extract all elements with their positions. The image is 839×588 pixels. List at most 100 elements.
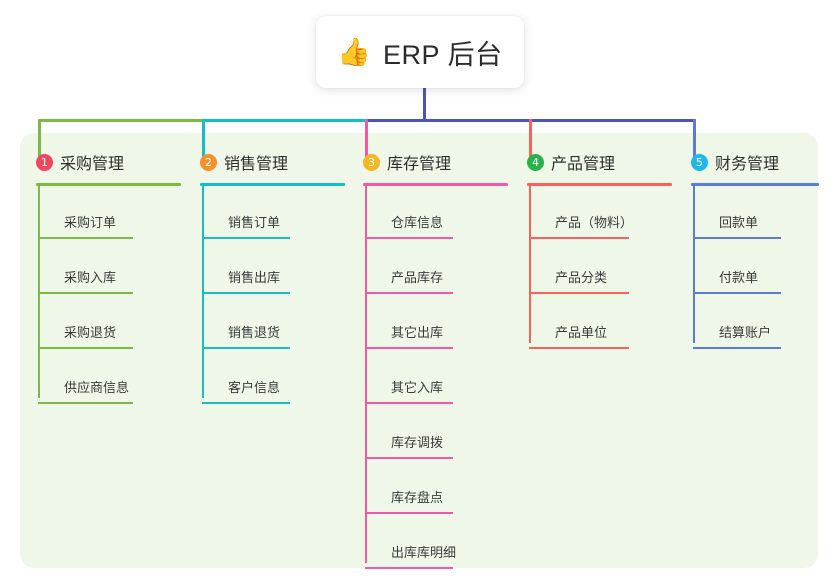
connector-drop-4 bbox=[529, 119, 532, 164]
leaf-underline bbox=[38, 347, 133, 349]
leaf-node[interactable]: 采购订单 bbox=[38, 212, 133, 239]
leaf-underline bbox=[693, 292, 781, 294]
leaf-underline bbox=[365, 512, 453, 514]
leaf-label: 其它出库 bbox=[391, 325, 444, 340]
connector-bar-segment-4 bbox=[529, 119, 696, 122]
connector-bar-segment-1 bbox=[38, 119, 205, 122]
connector-drop-2 bbox=[202, 119, 205, 164]
branch-header-4[interactable]: 4 产品管理 bbox=[527, 150, 672, 174]
leaf-underline bbox=[529, 292, 629, 294]
leaf-underline bbox=[38, 402, 133, 404]
leaf-underline bbox=[529, 347, 629, 349]
leaf-label: 库存盘点 bbox=[391, 490, 444, 505]
leaf-underline bbox=[365, 237, 453, 239]
branch-underline bbox=[363, 183, 508, 186]
root-trunk-line bbox=[423, 88, 426, 122]
branch-title: 销售管理 bbox=[224, 156, 289, 173]
leaf-underline bbox=[38, 292, 133, 294]
leaf-label: 付款单 bbox=[719, 270, 759, 285]
leaf-label: 供应商信息 bbox=[64, 380, 130, 395]
leaf-node[interactable]: 付款单 bbox=[693, 267, 781, 294]
branch-number-badge: 4 bbox=[527, 153, 544, 171]
branch-column-5: 5 财务管理回款单付款单结算账户 bbox=[691, 150, 819, 349]
leaf-node[interactable]: 产品（物料） bbox=[529, 212, 633, 239]
leaf-node[interactable]: 出库库明细 bbox=[365, 542, 456, 569]
leaf-label: 回款单 bbox=[719, 215, 759, 230]
leaf-node[interactable]: 采购退货 bbox=[38, 322, 133, 349]
branch-number-badge: 1 bbox=[36, 153, 53, 171]
leaf-underline bbox=[365, 292, 453, 294]
leaf-node[interactable]: 库存盘点 bbox=[365, 487, 453, 514]
connector-drop-1 bbox=[38, 119, 41, 164]
leaf-node[interactable]: 产品单位 bbox=[529, 322, 629, 349]
connector-bar-segment-3 bbox=[365, 119, 532, 122]
leaf-underline bbox=[202, 347, 290, 349]
leaf-underline bbox=[202, 292, 290, 294]
connector-bar-segment-2 bbox=[202, 119, 368, 122]
leaf-underline bbox=[38, 237, 133, 239]
branch-spine bbox=[693, 186, 695, 343]
branch-header-1[interactable]: 1 采购管理 bbox=[36, 150, 181, 174]
branch-column-3: 3 库存管理仓库信息产品库存其它出库其它入库库存调拨库存盘点出库库明细 bbox=[363, 150, 508, 569]
diagram-panel bbox=[20, 133, 818, 568]
leaf-label: 仓库信息 bbox=[391, 215, 444, 230]
leaf-label: 其它入库 bbox=[391, 380, 444, 395]
leaf-underline bbox=[693, 237, 781, 239]
branch-underline bbox=[200, 183, 345, 186]
branch-title: 财务管理 bbox=[715, 156, 780, 173]
branch-title: 产品管理 bbox=[551, 156, 616, 173]
branch-underline bbox=[527, 183, 672, 186]
leaf-node[interactable]: 销售退货 bbox=[202, 322, 290, 349]
leaf-underline bbox=[365, 402, 453, 404]
connector-drop-5 bbox=[693, 119, 696, 164]
leaf-node[interactable]: 结算账户 bbox=[693, 322, 781, 349]
leaf-node[interactable]: 供应商信息 bbox=[38, 377, 133, 404]
leaf-underline bbox=[202, 237, 290, 239]
branch-title: 库存管理 bbox=[387, 156, 452, 173]
leaf-label: 产品库存 bbox=[391, 270, 444, 285]
leaf-node[interactable]: 销售出库 bbox=[202, 267, 290, 294]
leaf-node[interactable]: 回款单 bbox=[693, 212, 781, 239]
branch-column-1: 1 采购管理采购订单采购入库采购退货供应商信息 bbox=[36, 150, 181, 404]
root-node-erp-backend[interactable]: 👍 ERP 后台 bbox=[316, 16, 524, 88]
branch-underline bbox=[691, 183, 819, 186]
leaf-underline bbox=[365, 567, 453, 569]
leaf-label: 产品分类 bbox=[555, 270, 608, 285]
leaf-label: 产品单位 bbox=[555, 325, 608, 340]
leaf-label: 产品（物料） bbox=[555, 215, 634, 230]
branch-title: 采购管理 bbox=[60, 156, 125, 173]
leaf-underline bbox=[365, 347, 453, 349]
leaf-node[interactable]: 产品分类 bbox=[529, 267, 629, 294]
leaf-label: 库存调拨 bbox=[391, 435, 444, 450]
leaf-label: 出库库明细 bbox=[391, 545, 457, 560]
branch-spine bbox=[365, 186, 367, 563]
leaf-node[interactable]: 其它入库 bbox=[365, 377, 453, 404]
leaf-label: 销售订单 bbox=[228, 215, 281, 230]
leaf-label: 客户信息 bbox=[228, 380, 281, 395]
leaf-node[interactable]: 销售订单 bbox=[202, 212, 290, 239]
leaf-node[interactable]: 产品库存 bbox=[365, 267, 453, 294]
leaf-underline bbox=[365, 457, 453, 459]
thumbs-up-icon: 👍 bbox=[337, 36, 372, 68]
leaf-underline bbox=[529, 237, 629, 239]
leaf-node[interactable]: 库存调拨 bbox=[365, 432, 453, 459]
branch-number-badge: 3 bbox=[363, 153, 380, 171]
leaf-node[interactable]: 客户信息 bbox=[202, 377, 290, 404]
leaf-node[interactable]: 采购入库 bbox=[38, 267, 133, 294]
leaf-label: 销售退货 bbox=[228, 325, 281, 340]
leaf-node[interactable]: 其它出库 bbox=[365, 322, 453, 349]
leaf-label: 采购退货 bbox=[64, 325, 117, 340]
leaf-label: 结算账户 bbox=[719, 325, 772, 340]
branch-header-3[interactable]: 3 库存管理 bbox=[363, 150, 508, 174]
leaf-label: 采购入库 bbox=[64, 270, 117, 285]
branch-underline bbox=[36, 183, 181, 186]
branch-column-4: 4 产品管理产品（物料） 产品分类产品单位 bbox=[527, 150, 672, 349]
leaf-underline bbox=[693, 347, 781, 349]
branch-header-5[interactable]: 5 财务管理 bbox=[691, 150, 819, 174]
branch-number-badge: 5 bbox=[691, 153, 708, 171]
leaf-label: 销售出库 bbox=[228, 270, 281, 285]
leaf-node[interactable]: 仓库信息 bbox=[365, 212, 453, 239]
